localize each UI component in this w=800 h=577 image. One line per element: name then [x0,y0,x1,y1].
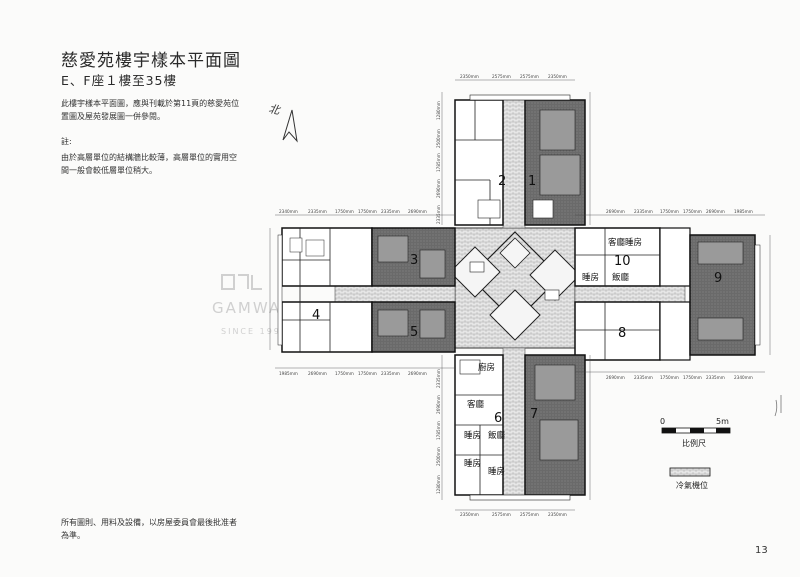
svg-text:2575mm: 2575mm [492,74,511,79]
pencil-mark [774,395,782,417]
svg-text:2500mm: 2500mm [436,447,441,466]
svg-text:2335mm: 2335mm [436,205,441,224]
flat-9-label: 9 [714,271,722,286]
svg-text:2690mm: 2690mm [436,179,441,198]
svg-text:1750mm: 1750mm [358,209,377,214]
svg-text:2575mm: 2575mm [492,512,511,517]
svg-text:1750mm: 1750mm [660,375,679,380]
svg-text:1750mm: 1750mm [335,209,354,214]
svg-text:2690mm: 2690mm [408,371,427,376]
svg-text:1750mm: 1750mm [660,209,679,214]
svg-text:2335mm: 2335mm [308,209,327,214]
svg-text:2690mm: 2690mm [706,209,725,214]
ac-legend-label: 冷氣機位 [676,480,708,490]
svg-text:2350mm: 2350mm [460,512,479,517]
page-subtitle: E、F座１樓至35樓 [61,73,177,88]
svg-text:1785mm: 1785mm [436,153,441,172]
room-dining-10: 飯廳 [612,272,630,283]
page-number: 13 [755,545,768,556]
east-wing: 客廳 睡房 10 睡房 飯廳 8 9 [574,227,761,361]
room-living-10: 客廳 [608,237,626,248]
svg-text:2350mm: 2350mm [460,74,479,79]
dimension-lines [269,79,771,511]
svg-text:1985mm: 1985mm [279,371,298,376]
room-bedroom-6b: 睡房 [464,458,481,469]
flat-2-label: 2 [498,174,506,189]
svg-text:2335mm: 2335mm [634,209,653,214]
vertical-dimension-labels: 1280mm 2500mm 1785mm 2690mm 2335mm 2335m… [436,101,441,494]
north-mark: 北 [267,102,282,117]
flat-7-label: 7 [530,407,538,422]
svg-text:2350mm: 2350mm [548,74,567,79]
svg-text:SINCE 1992: SINCE 1992 [221,327,288,336]
room-bedroom-6c: 睡房 [488,466,505,477]
scale-five-label: 5m [716,417,729,426]
room-dining-6: 飯廳 [488,430,506,441]
svg-text:2340mm: 2340mm [734,375,753,380]
flat-8-label: 8 [618,326,626,341]
svg-text:1985mm: 1985mm [734,209,753,214]
svg-text:1750mm: 1750mm [683,209,702,214]
south-wing: 廚房 客廳 6 睡房 飯廳 睡房 睡房 7 [454,354,586,501]
svg-text:2340mm: 2340mm [279,209,298,214]
room-bedroom-6: 睡房 [464,430,481,441]
svg-text:2335mm: 2335mm [706,375,725,380]
svg-text:2690mm: 2690mm [408,209,427,214]
dimension-labels: 2350mm 2575mm 2575mm 2350mm 2350mm 2575m… [279,74,753,517]
scale-label: 比例尺 [682,438,706,448]
svg-text:2335mm: 2335mm [436,369,441,388]
svg-text:2335mm: 2335mm [381,371,400,376]
flat-3-label: 3 [410,253,418,268]
scale-zero-label: 0 [660,417,665,426]
flat-6-label: 6 [494,411,502,426]
svg-text:2690mm: 2690mm [606,209,625,214]
svg-text:2335mm: 2335mm [381,209,400,214]
svg-text:2350mm: 2350mm [548,512,567,517]
svg-text:2690mm: 2690mm [436,395,441,414]
flat-5-label: 5 [410,325,418,340]
svg-text:1750mm: 1750mm [358,371,377,376]
central-core [449,227,581,349]
plan-description: 此樓宇樣本平面圖，應與刊載於第11頁的慈愛苑位置圖及屋苑發展圖一併參閱。 [61,99,240,121]
svg-text:1750mm: 1750mm [335,371,354,376]
ac-legend: 冷氣機位 [669,467,711,490]
flat-10-label: 10 [614,254,631,269]
room-kitchen-6: 廚房 [478,362,495,373]
svg-text:2575mm: 2575mm [520,74,539,79]
flat-4-label: 4 [312,308,320,323]
svg-text:2690mm: 2690mm [308,371,327,376]
north-wing: 2 1 [454,94,586,226]
note-text: 由於高層單位的結構牆比較薄，高層單位的實用空間一般會較低層單位稍大。 [61,153,237,175]
disclaimer-text: 所有圖則、用料及設備，以房屋委員會最後批准者為準。 [61,518,237,540]
note-label: 註: [61,137,72,146]
west-wing: 3 4 5 [277,227,456,353]
svg-text:1280mm: 1280mm [436,475,441,494]
room-living-6: 客廳 [467,399,485,410]
svg-text:2335mm: 2335mm [634,375,653,380]
flat-1-label: 1 [528,174,536,189]
svg-text:2690mm: 2690mm [606,375,625,380]
svg-text:2500mm: 2500mm [436,129,441,148]
page-title: 慈愛苑樓宇樣本平面圖 [61,51,241,71]
svg-text:2575mm: 2575mm [520,512,539,517]
room-bedroom-10b: 睡房 [582,272,599,283]
scale-bar: 0 5m 比例尺 [660,417,731,448]
svg-text:1750mm: 1750mm [683,375,702,380]
room-bedroom-10: 睡房 [625,237,642,248]
svg-text:1785mm: 1785mm [436,421,441,440]
svg-text:1280mm: 1280mm [436,101,441,120]
north-arrow-icon: 北 [267,102,298,143]
